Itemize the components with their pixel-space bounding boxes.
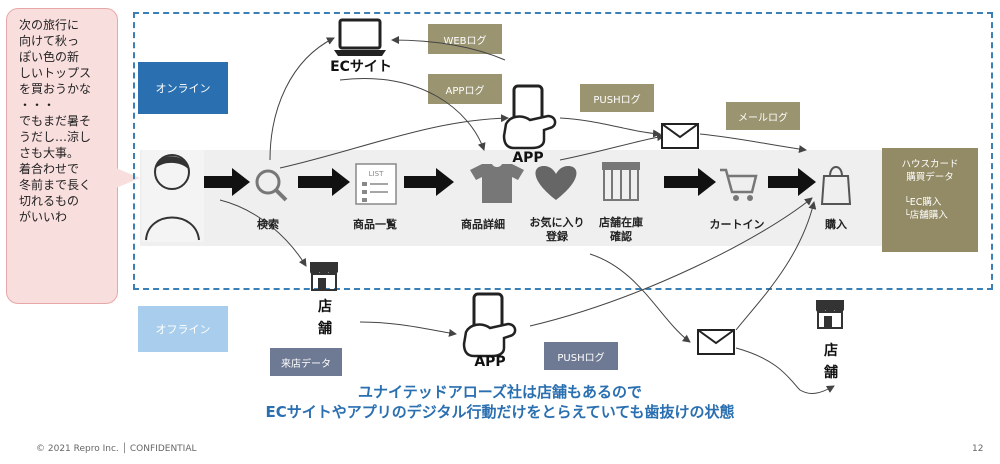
app-log-tag: APPログ bbox=[428, 74, 502, 104]
step-favorite-label: お気に入り 登録 bbox=[529, 216, 585, 243]
arrow-5 bbox=[768, 168, 816, 196]
store-to-app-connector bbox=[359, 321, 457, 337]
store-visit-data-tag: 来店データ bbox=[270, 348, 342, 376]
step-product-detail-label: 商品詳細 bbox=[461, 218, 505, 231]
online-label: オンライン bbox=[138, 62, 228, 114]
mail-to-store-connector bbox=[735, 347, 835, 394]
mail-icon-bottom bbox=[697, 329, 735, 355]
ec-to-detail-connector bbox=[339, 78, 486, 151]
arrow-1 bbox=[202, 168, 250, 196]
online-region bbox=[133, 12, 993, 290]
app-label-top: APP bbox=[512, 150, 544, 166]
mail-log-tag: メールログ bbox=[726, 102, 800, 130]
svg-text:LIST: LIST bbox=[369, 170, 384, 178]
footer-copyright: © 2021 Repro Inc. │ CONFIDENTIAL bbox=[36, 444, 197, 454]
step-cart-in-label: カートイン bbox=[709, 218, 765, 231]
stock-to-mail-connector bbox=[589, 253, 691, 343]
app-to-ec-connector bbox=[391, 36, 506, 61]
step-arrows bbox=[202, 168, 816, 196]
app-to-mail-connector bbox=[559, 117, 661, 138]
mail-to-purchase-connector bbox=[699, 133, 807, 153]
app-phone-icon-bottom bbox=[462, 292, 517, 358]
person-icon bbox=[142, 150, 204, 242]
step-stock-check-label: 店舗在庫 確認 bbox=[599, 216, 643, 243]
store-stock-icon bbox=[602, 162, 640, 201]
speech-bubble: 次の旅行に 向けて秋っ ぽい色の新 しいトップス を買おうかな ・・・ でもまだ… bbox=[6, 8, 118, 304]
house-card-title: ハウスカード 購買データ bbox=[901, 159, 959, 183]
search-to-app-connector bbox=[279, 114, 509, 169]
connectors bbox=[219, 36, 835, 394]
conclusion-line-1: ユナイテッドアローズ社は店舗もあるので bbox=[358, 383, 642, 401]
tshirt-icon bbox=[470, 164, 524, 203]
conclusion-text: ユナイテッドアローズ社は店舗もあるので ECサイトやアプリのデジタル行動だけをと… bbox=[200, 382, 800, 422]
push-log-tag: PUSHログ bbox=[580, 84, 654, 112]
app-to-purchase-connector bbox=[529, 197, 813, 327]
heart-icon bbox=[535, 166, 577, 200]
search-icon bbox=[255, 169, 288, 202]
arrow-3 bbox=[404, 168, 454, 196]
mail-to-purchase-offline-connector bbox=[735, 201, 817, 331]
list-icon: LIST bbox=[355, 163, 397, 205]
mail-icon-top bbox=[661, 123, 699, 149]
app-to-mail-connector-2 bbox=[559, 133, 665, 161]
storefront-icon-left bbox=[310, 262, 338, 291]
conclusion-line-2: ECサイトやアプリのデジタル行動だけをとらえていても歯抜けの状態 bbox=[265, 403, 735, 421]
house-card-box: ハウスカード 購買データ └EC購入 └店舗購入 bbox=[882, 148, 978, 252]
app-phone-icon-top bbox=[502, 84, 557, 150]
store-label-right: 店舗 bbox=[824, 343, 838, 381]
step-purchase-label: 購入 bbox=[825, 218, 847, 231]
storefront-icon-right bbox=[816, 300, 844, 329]
step-product-list-label: 商品一覧 bbox=[353, 218, 397, 231]
app-label-bottom: APP bbox=[474, 354, 506, 370]
house-card-sub: └EC購入 └店舗購入 bbox=[904, 197, 948, 221]
offline-label: オフライン bbox=[138, 306, 228, 352]
laptop-icon bbox=[334, 18, 386, 56]
arrow-4 bbox=[664, 168, 716, 196]
web-log-tag: WEBログ bbox=[428, 24, 502, 54]
cart-icon bbox=[720, 168, 758, 201]
shopping-bag-icon bbox=[820, 166, 852, 205]
arrow-2 bbox=[298, 168, 350, 196]
store-label-left: 店舗 bbox=[318, 299, 332, 337]
person-to-store-connector bbox=[219, 199, 307, 267]
ec-site-label: ECサイト bbox=[330, 59, 392, 75]
page-number: 12 bbox=[972, 444, 984, 454]
step-search-label: 検索 bbox=[257, 218, 279, 231]
search-to-ec-connector bbox=[269, 37, 335, 161]
push-log-offline-tag: PUSHログ bbox=[544, 342, 618, 370]
